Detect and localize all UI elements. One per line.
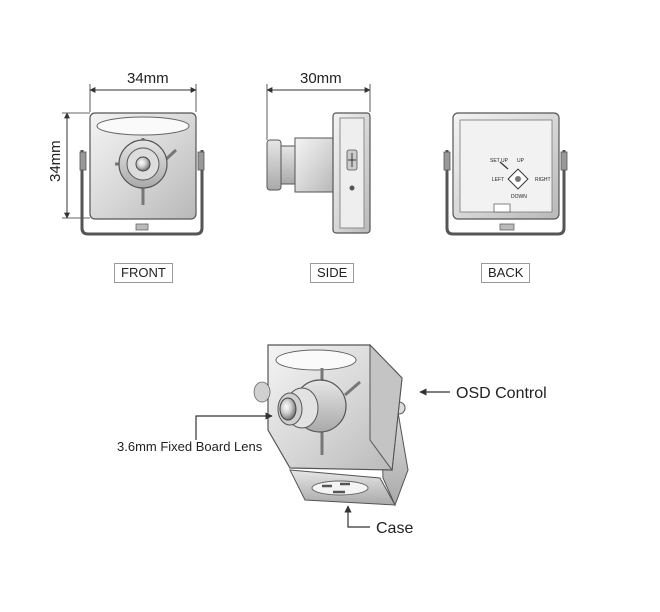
case-callout: Case [376,520,413,537]
back-caption: BACK [481,263,531,283]
osd-pad: SET UP UP LEFT RIGHT DOWN [490,158,551,200]
side-width-label: 30mm [300,70,342,87]
front-caption: FRONT [114,263,173,283]
osd-control-callout: OSD Control [456,385,547,402]
front-width-label: 34mm [127,70,169,87]
osd-down-label: DOWN [511,194,527,200]
side-view: 30mm [266,70,371,234]
osd-setup-label: SET UP [490,158,509,164]
isometric-view [253,343,409,507]
front-view: 34mm 34mm [47,70,205,236]
osd-right-label: RIGHT [535,177,551,183]
lens-callout: 3.6mm Fixed Board Lens [117,439,263,454]
front-height-label: 34mm [47,140,64,182]
side-caption: SIDE [310,263,355,283]
osd-left-label: LEFT [492,177,504,183]
back-view: SET UP UP LEFT RIGHT DOWN [443,112,568,236]
osd-up-label: UP [517,158,525,164]
